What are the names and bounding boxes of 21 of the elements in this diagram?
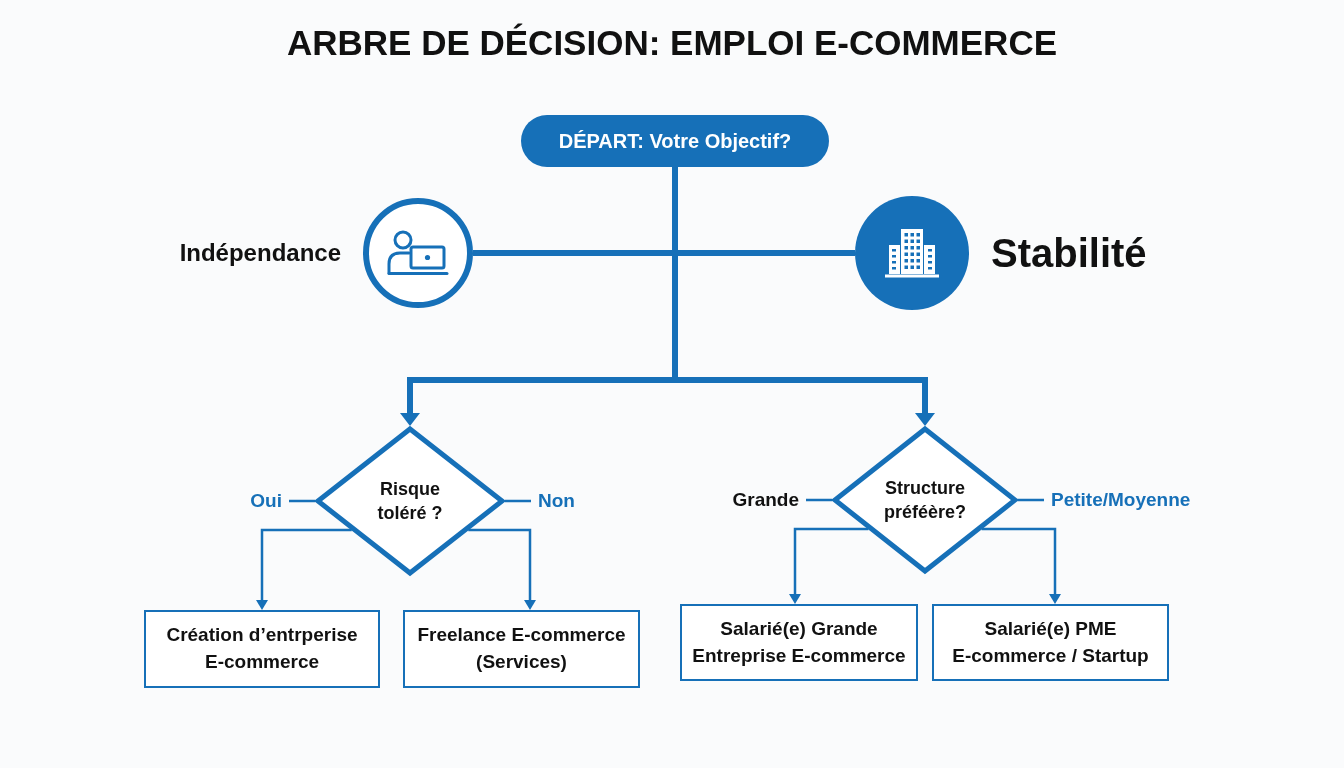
connector-arrow [980,498,1061,604]
outcome-box [144,610,380,688]
decision-diamond [832,426,1018,574]
outcome-box [680,604,918,681]
connector-arrow [789,498,870,604]
decision-diamond [315,426,505,576]
outcome-text: Salarié(e) Grande Entreprise E-commerce [691,616,907,668]
pill-text: DÉPART: Votre Objectif? [558,129,792,153]
choice-label: Indépendance [179,239,341,267]
start-pill [521,115,829,167]
decision-text: Structure préféère? [882,476,967,524]
outcome-box [932,604,1169,681]
choice-label: Stabilité [991,230,1147,276]
outcome-text: Création d’entrperise E-commerce [165,623,359,674]
connector-arrow [467,499,536,610]
outcome-box [403,610,640,688]
outcome-text: Salarié(e) PME E-commerce / Startup [951,616,1150,668]
diagram-title: ARBRE DE DÉCISION: EMPLOI E-COMMERCE [287,23,1057,63]
outcome-text: Freelance E-commerce (Services) [416,623,627,674]
decision-text: Risque toléré ? [376,477,444,525]
connector-arrow [256,499,353,610]
